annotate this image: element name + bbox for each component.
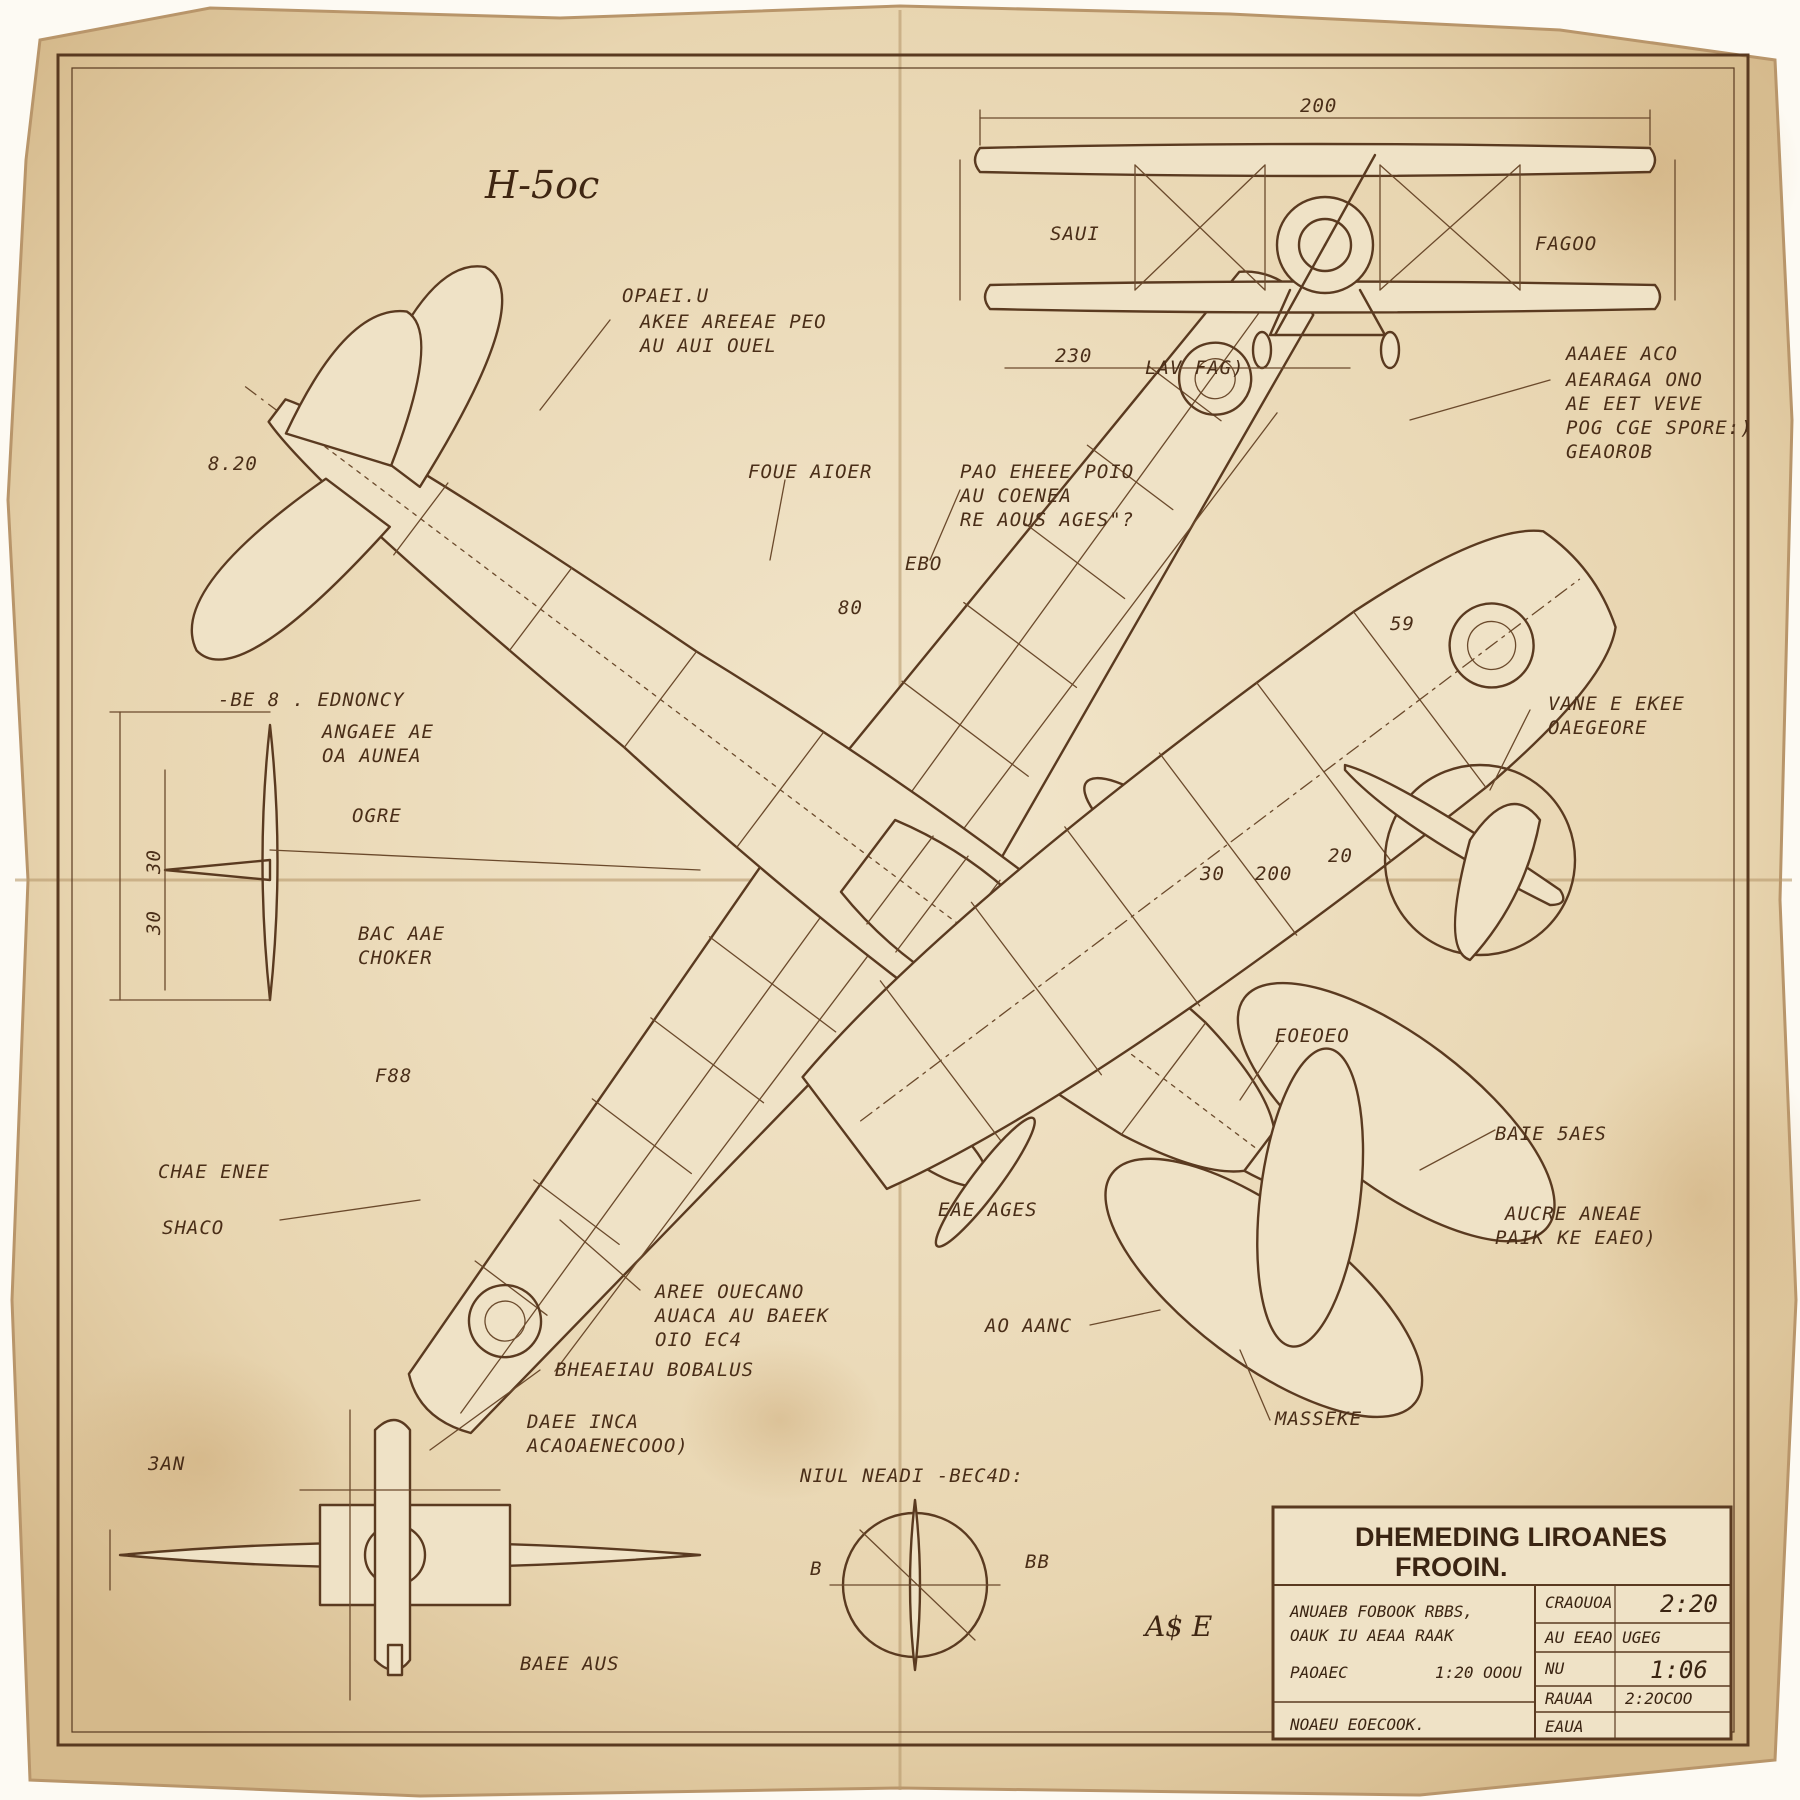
svg-text:2:20: 2:20 <box>1660 1590 1718 1618</box>
svg-text:PAIK KE EAEO): PAIK KE EAEO) <box>1495 1227 1657 1249</box>
svg-text:8.20: 8.20 <box>208 453 258 475</box>
svg-text:30: 30 <box>143 849 165 875</box>
svg-text:BAIE 5AES: BAIE 5AES <box>1495 1123 1607 1145</box>
svg-text:200: 200 <box>1255 863 1292 885</box>
svg-text:OAUK IU AEAA RAAK: OAUK IU AEAA RAAK <box>1290 1626 1455 1645</box>
svg-text:3AN: 3AN <box>147 1453 185 1475</box>
annotation-labels: OPAEI.U AKEE AREEAE PEO AU AUI OUEL 8.20… <box>143 285 1753 1675</box>
svg-text:AKEE AREEAE PEO: AKEE AREEAE PEO <box>639 311 827 333</box>
drawing-border <box>56 53 1750 1747</box>
vertical-fin <box>284 309 423 467</box>
propeller-detail <box>829 1498 1001 1672</box>
svg-text:NOAEU EOECOOK.: NOAEU EOECOOK. <box>1289 1715 1425 1734</box>
svg-text:DAEE INCA: DAEE INCA <box>526 1411 639 1433</box>
svg-text:NU: NU <box>1544 1659 1565 1678</box>
svg-text:AREE OUECANO: AREE OUECANO <box>654 1281 804 1303</box>
second-aircraft-view <box>801 529 1617 1191</box>
drawing-code: H-5oc <box>484 163 599 207</box>
svg-text:ACAOAENECOOO): ACAOAENECOOO) <box>526 1435 689 1457</box>
svg-text:CHAE ENEE: CHAE ENEE <box>158 1161 270 1183</box>
svg-text:30: 30 <box>1199 863 1225 885</box>
stain <box>60 1350 340 1570</box>
svg-text:EAE AGES: EAE AGES <box>938 1199 1038 1221</box>
svg-text:POG CGE SPORE:): POG CGE SPORE:) <box>1566 417 1753 439</box>
svg-text:AUACA AU BAEEK: AUACA AU BAEEK <box>654 1305 830 1327</box>
svg-text:1:06: 1:06 <box>1650 1656 1708 1684</box>
svg-text:59: 59 <box>1390 613 1415 635</box>
svg-text:CHOKER: CHOKER <box>358 947 433 969</box>
svg-text:80: 80 <box>838 597 863 619</box>
svg-text:OA AUNEA: OA AUNEA <box>322 745 422 767</box>
svg-text:NIUL NEADI -BEC4D:: NIUL NEADI -BEC4D: <box>799 1465 1024 1487</box>
svg-text:RAUAA: RAUAA <box>1545 1689 1593 1708</box>
svg-text:SHACO: SHACO <box>162 1217 224 1239</box>
svg-text:BAEE AUS: BAEE AUS <box>520 1653 620 1675</box>
svg-text:ANGAEE AE: ANGAEE AE <box>321 721 434 743</box>
svg-text:AAAEE ACO: AAAEE ACO <box>1565 343 1678 365</box>
svg-text:OPAEI.U: OPAEI.U <box>622 285 709 307</box>
svg-text:VANE E EKEE: VANE E EKEE <box>1548 693 1685 715</box>
svg-text:BB: BB <box>1025 1551 1050 1573</box>
svg-text:EOEOEO: EOEOEO <box>1275 1025 1350 1047</box>
svg-text:20: 20 <box>1328 845 1353 867</box>
svg-text:AEARAGA ONO: AEARAGA ONO <box>1565 369 1703 391</box>
svg-text:-BE 8 . EDNONCY: -BE 8 . EDNONCY <box>218 689 405 711</box>
svg-text:PAO EHEEE POIO: PAO EHEEE POIO <box>960 461 1134 483</box>
svg-text:AE EET VEVE: AE EET VEVE <box>1565 393 1703 415</box>
svg-text:200: 200 <box>1300 95 1337 117</box>
svg-text:PAOAEC: PAOAEC <box>1290 1663 1348 1682</box>
svg-text:RE AOUS AGES"?: RE AOUS AGES"? <box>960 509 1134 531</box>
svg-text:FAGOO: FAGOO <box>1535 233 1597 255</box>
svg-text:OAEGEORE: OAEGEORE <box>1548 717 1648 739</box>
svg-text:OIO EC4: OIO EC4 <box>655 1329 742 1351</box>
title-block-title: DHEMEDING LIROANES <box>1355 1522 1667 1552</box>
lower-right-tail <box>1104 981 1556 1419</box>
svg-text:2:2OCOO: 2:2OCOO <box>1625 1689 1692 1708</box>
svg-text:EBO: EBO <box>905 553 942 575</box>
front-view-bottom-left <box>109 1409 702 1701</box>
svg-text:AU COENEA: AU COENEA <box>959 485 1072 507</box>
svg-text:CRAOUOA: CRAOUOA <box>1545 1593 1612 1612</box>
svg-text:LAV FAG): LAV FAG) <box>1145 357 1245 379</box>
svg-text:30: 30 <box>143 910 165 936</box>
svg-text:AO AANC: AO AANC <box>984 1315 1072 1337</box>
svg-text:BAC AAE: BAC AAE <box>358 923 445 945</box>
title-block-subtitle: FROOIN. <box>1395 1552 1508 1582</box>
svg-text:B: B <box>810 1558 822 1580</box>
tail-side-view <box>109 711 701 1002</box>
leader-lines <box>279 319 1551 1451</box>
svg-text:AU EEAO UGEG: AU EEAO UGEG <box>1544 1628 1661 1647</box>
svg-text:ANUAEB FOBOOK RBBS,: ANUAEB FOBOOK RBBS, <box>1289 1602 1473 1621</box>
svg-text:F88: F88 <box>375 1065 412 1087</box>
svg-text:GEAOROB: GEAOROB <box>1566 441 1653 463</box>
svg-text:A$ E: A$ E <box>1142 1610 1212 1643</box>
title-block: DHEMEDING LIROANES FROOIN. ANUAEB FOBOOK… <box>1271 1505 1733 1741</box>
svg-text:AUCRE ANEAE: AUCRE ANEAE <box>1504 1203 1642 1225</box>
svg-text:AU AUI OUEL: AU AUI OUEL <box>639 335 777 357</box>
svg-text:MASSEKE: MASSEKE <box>1274 1408 1362 1430</box>
svg-text:SAUI: SAUI <box>1050 223 1100 245</box>
drawing-border-inner <box>71 67 1735 1733</box>
stain <box>1570 1040 1800 1360</box>
svg-text:OGRE: OGRE <box>352 805 402 827</box>
svg-text:230: 230 <box>1055 345 1092 367</box>
biplane-front-view: 200 SAUI FAGOO 230 LAV FAG) <box>959 95 1676 379</box>
small-side-view <box>1343 763 1577 962</box>
svg-text:BHEAEIAU BOBALUS: BHEAEIAU BOBALUS <box>555 1359 754 1381</box>
svg-text:1:20 OOOU: 1:20 OOOU <box>1435 1663 1522 1682</box>
svg-text:FOUE AIOER: FOUE AIOER <box>748 461 872 483</box>
svg-text:EAUA: EAUA <box>1545 1717 1584 1736</box>
stain <box>680 1340 880 1500</box>
